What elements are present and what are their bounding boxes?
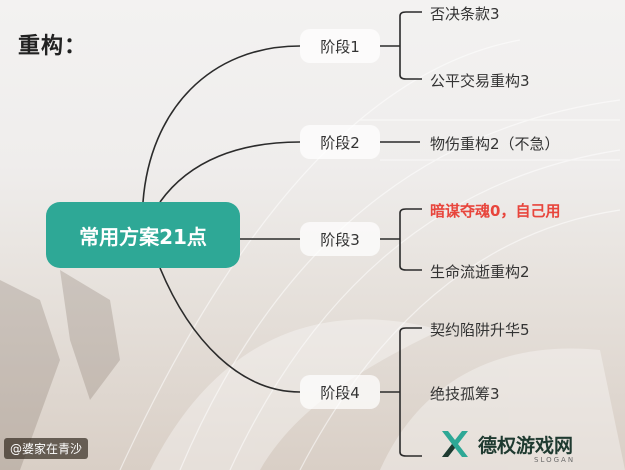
stage-node-label: 阶段2 bbox=[320, 133, 360, 152]
stage-node-2: 阶段2 bbox=[300, 125, 380, 159]
stage-node-label: 阶段3 bbox=[320, 230, 360, 249]
bracket-stage4 bbox=[380, 327, 422, 457]
bracket-stage1 bbox=[380, 11, 422, 80]
leaf-stage4-item1: 契约陷阱升华5 bbox=[430, 321, 530, 339]
leaf-stage1-item2: 公平交易重构3 bbox=[430, 72, 530, 90]
stage-node-1: 阶段1 bbox=[300, 29, 380, 63]
author-watermark: @婆家在青沙 bbox=[4, 438, 89, 459]
connector-root-stage1 bbox=[142, 45, 301, 203]
leaf-stage1-item1: 否决条款3 bbox=[430, 5, 500, 23]
leaf-stage3-item2: 生命流逝重构2 bbox=[430, 263, 530, 281]
stage-node-label: 阶段1 bbox=[320, 37, 360, 56]
connector-root-stage2 bbox=[159, 141, 301, 203]
root-node-label: 常用方案21点 bbox=[79, 224, 207, 249]
stage-node-4: 阶段4 bbox=[300, 375, 380, 409]
bracket-stage3 bbox=[380, 208, 422, 271]
logo-slogan: SLOGAN bbox=[534, 456, 576, 464]
connector-root-stage4 bbox=[159, 267, 301, 393]
leaf-stage2-item1: 物伤重构2（不急） bbox=[430, 135, 560, 153]
stage-node-3: 阶段3 bbox=[300, 222, 380, 256]
stage-node-label: 阶段4 bbox=[320, 383, 360, 402]
leaf-stage4-item2: 绝技孤筹3 bbox=[430, 385, 500, 403]
leaf-stage3-item1-highlight: 暗谋夺魂0，自己用 bbox=[430, 202, 561, 220]
page-title: 重构： bbox=[18, 34, 88, 59]
site-logo: 德权游戏网 SLOGAN bbox=[438, 418, 625, 470]
root-node: 常用方案21点 bbox=[46, 202, 240, 268]
logo-name: 德权游戏网 bbox=[478, 434, 574, 457]
logo-x-icon bbox=[442, 431, 468, 457]
